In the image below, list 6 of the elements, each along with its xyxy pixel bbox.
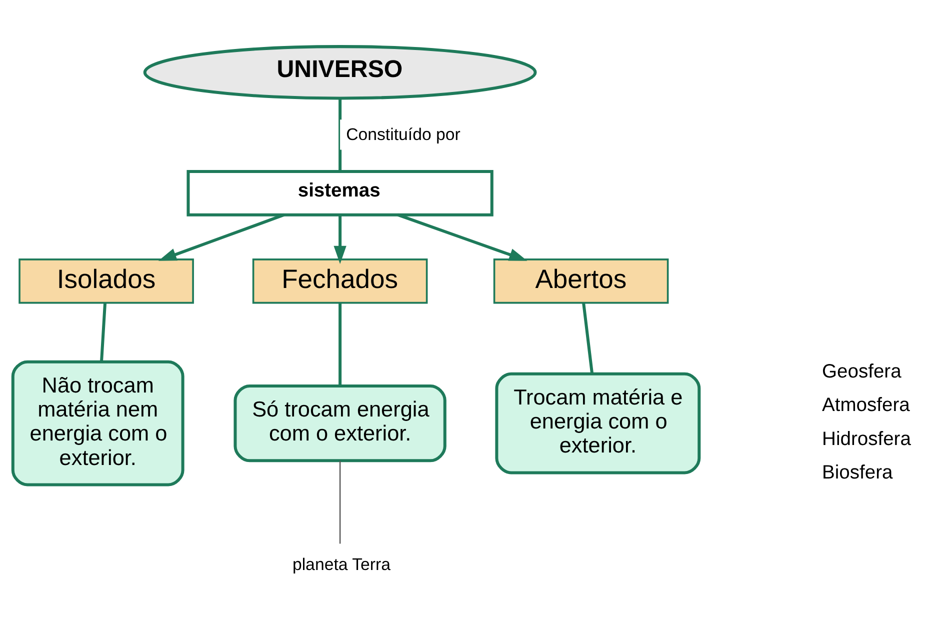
label: Geosfera [822,360,902,382]
label: Biosfera [822,462,893,483]
edge-label: Constituído por [346,124,460,144]
node-text: planeta Terra [292,554,391,574]
label: Atmosfera [822,394,910,416]
label: Hidrosfera [822,428,911,450]
